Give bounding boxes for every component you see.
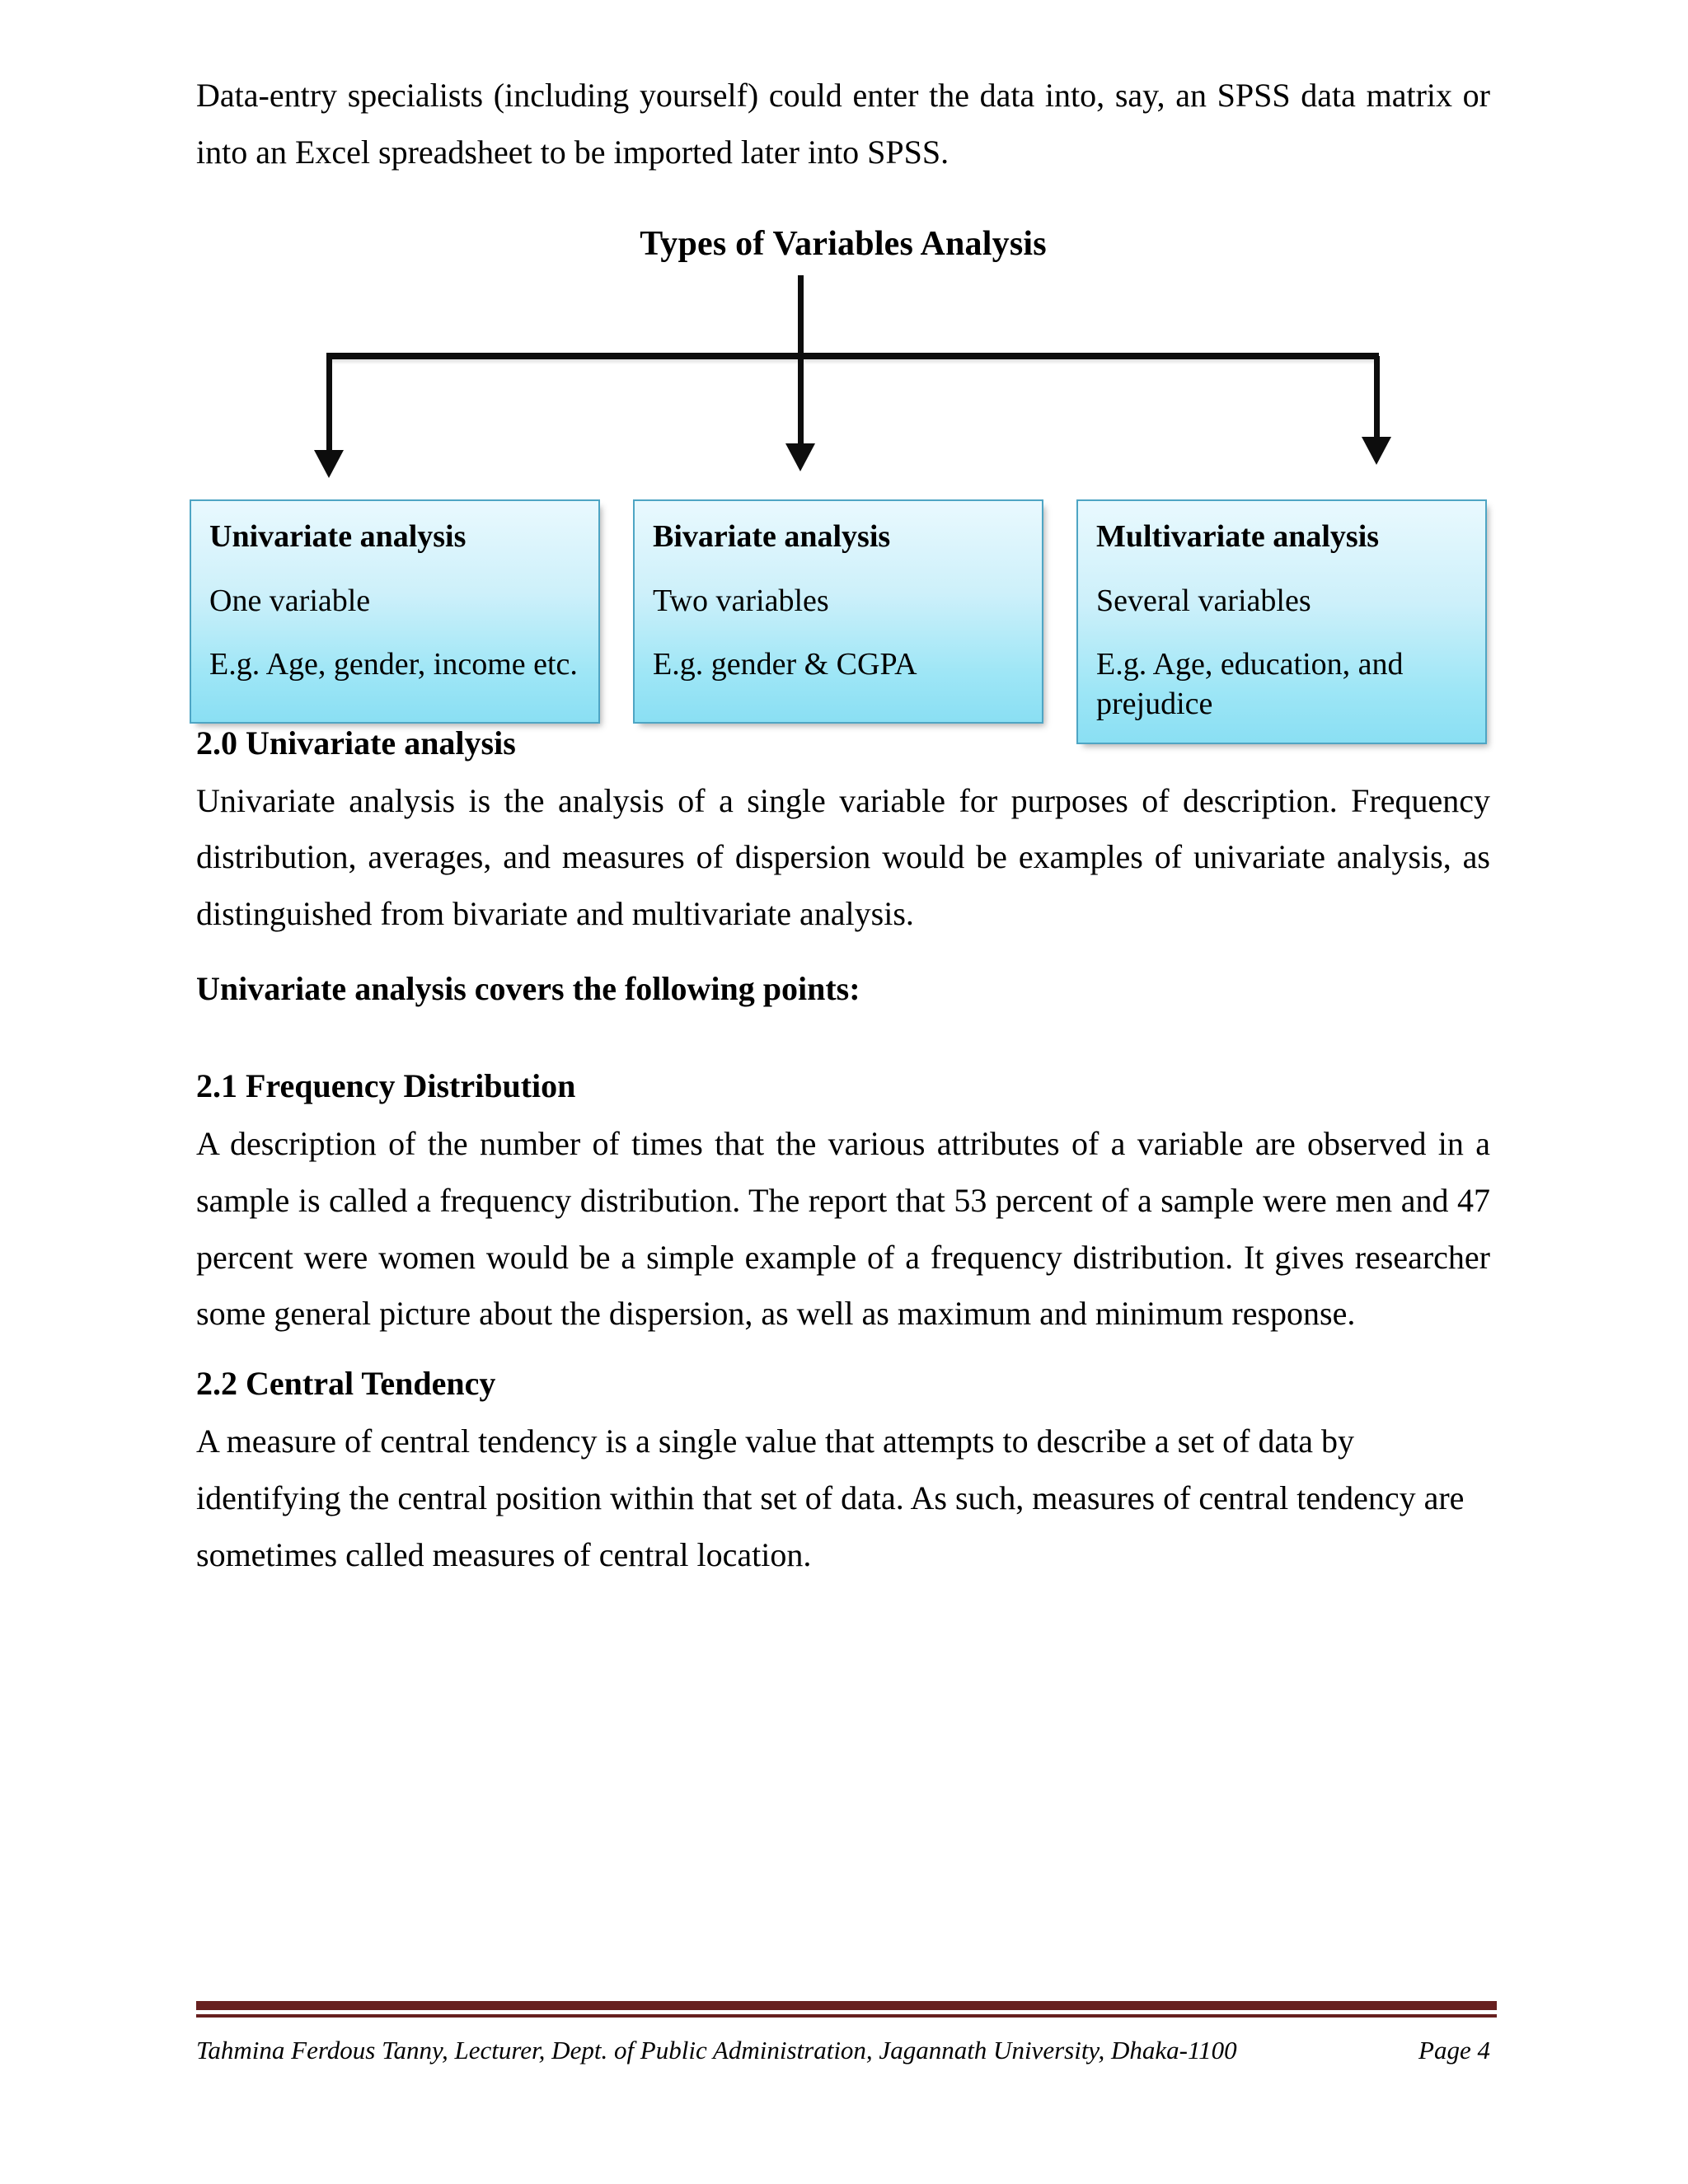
- connector-horizontal-bar: [326, 352, 1379, 359]
- footer-row: Tahmina Ferdous Tanny, Lecturer, Dept. o…: [196, 2036, 1497, 2065]
- footer-rule-gap: [196, 2010, 1497, 2014]
- box-title: Univariate analysis: [209, 518, 467, 554]
- box-title: Multivariate analysis: [1096, 518, 1380, 554]
- box-example: E.g. Age, gender, income etc.: [209, 646, 578, 682]
- connector-stem-top: [798, 274, 804, 355]
- box-bivariate-analysis: Bivariate analysis Two variables E.g. ge…: [633, 499, 1043, 724]
- arrow-down-icon-middle: [785, 443, 815, 471]
- section-heading-2-2: 2.2 Central Tendency: [196, 1365, 496, 1403]
- arrow-down-icon-left: [314, 449, 344, 478]
- diagram-title: Types of Variables Analysis: [640, 224, 1047, 263]
- section-heading-2-0: 2.0 Univariate analysis: [196, 724, 516, 762]
- page-content: Data-entry specialists (including yourse…: [190, 0, 1490, 1584]
- connector-drop-right: [1374, 355, 1380, 438]
- box-variable-count: Two variables: [653, 583, 829, 619]
- footer-page-number: Page 4: [1418, 2036, 1490, 2064]
- footer-rule-thick: [196, 2001, 1497, 2010]
- arrow-down-icon-right: [1362, 436, 1391, 465]
- box-example: E.g. Age, education, and prejudice: [1096, 646, 1404, 722]
- footer-credit: Tahmina Ferdous Tanny, Lecturer, Dept. o…: [196, 2036, 1237, 2064]
- footer-rule-thin: [196, 2014, 1497, 2018]
- section-body-2-1: A description of the number of times tha…: [196, 1124, 1490, 1333]
- analysis-type-boxes: Univariate analysis One variable E.g. Ag…: [190, 499, 1497, 744]
- box-univariate-analysis: Univariate analysis One variable E.g. Ag…: [190, 499, 600, 724]
- box-example: E.g. gender & CGPA: [653, 646, 917, 682]
- page-footer: Tahmina Ferdous Tanny, Lecturer, Dept. o…: [196, 2001, 1497, 2065]
- section-body-2-2: A measure of central tendency is a singl…: [196, 1422, 1465, 1573]
- intro-paragraph: Data-entry specialists (including yourse…: [196, 77, 1490, 171]
- section-heading-2-1: 2.1 Frequency Distribution: [196, 1066, 576, 1104]
- box-variable-count: Several variables: [1096, 583, 1311, 619]
- section-heading-covers-points: Univariate analysis covers the following…: [196, 969, 860, 1007]
- types-of-variables-diagram: Types of Variables Analysis Univariate a…: [190, 219, 1490, 744]
- box-variable-count: One variable: [209, 583, 371, 619]
- box-title: Bivariate analysis: [653, 518, 891, 554]
- section-body-2-0: Univariate analysis is the analysis of a…: [196, 781, 1490, 933]
- connector-drop-middle: [798, 355, 804, 445]
- box-multivariate-analysis: Multivariate analysis Several variables …: [1076, 499, 1487, 744]
- connector-drop-left: [326, 355, 332, 452]
